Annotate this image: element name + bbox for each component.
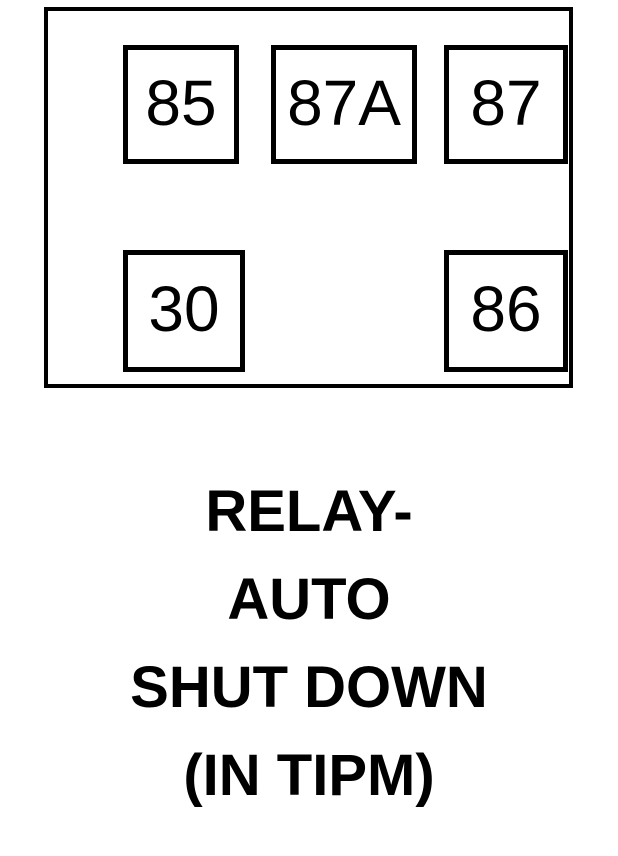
- relay-caption-line-1: RELAY-: [205, 479, 413, 544]
- relay-pin-30: 30: [123, 250, 245, 372]
- relay-pin-85: 85: [123, 45, 239, 164]
- relay-pin-87a: 87A: [271, 45, 417, 164]
- relay-pin-85-label: 85: [145, 66, 217, 139]
- relay-pin-87: 87: [444, 45, 568, 164]
- relay-pin-86: 86: [444, 250, 568, 372]
- relay-pin-87-label: 87: [470, 66, 542, 139]
- relay-pin-87a-label: 87A: [287, 66, 401, 139]
- relay-body-outline: 85 87A 87 30 86: [44, 7, 573, 388]
- relay-caption-line-3: SHUT DOWN: [130, 655, 488, 720]
- relay-caption: RELAY- AUTO SHUT DOWN (IN TIPM): [0, 468, 618, 820]
- relay-pin-30-label: 30: [148, 273, 220, 345]
- relay-caption-line-2: AUTO: [227, 567, 391, 632]
- relay-caption-line-4: (IN TIPM): [183, 743, 435, 808]
- relay-pin-86-label: 86: [470, 273, 542, 345]
